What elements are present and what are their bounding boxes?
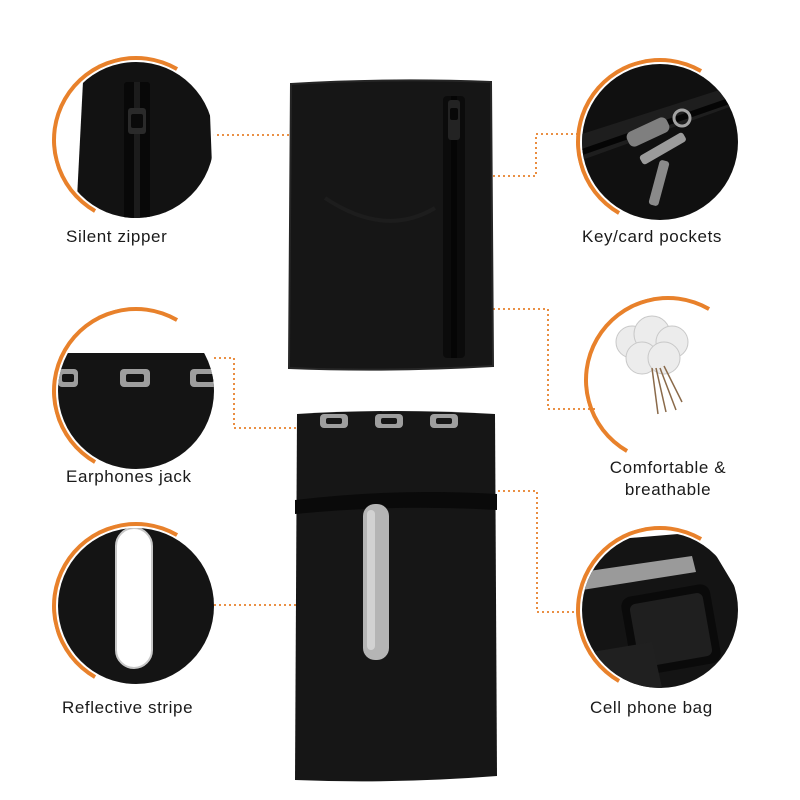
- cell-phone-bag-ring: [557, 507, 763, 713]
- comfortable-label-line2: breathable: [624, 480, 712, 499]
- silent-zipper-label: Silent zipper: [66, 227, 168, 246]
- silent-zipper-ring: [33, 37, 239, 243]
- comfortable-label-line1: Comfortable &: [609, 458, 727, 477]
- silent-zipper-closeup: [58, 62, 214, 218]
- armband-back-image: [295, 411, 497, 782]
- comfortable-breathable-ring: [565, 277, 771, 483]
- key-card-pockets-ring: [557, 39, 763, 245]
- reflective-stripe-closeup: [58, 528, 214, 684]
- comfortable-breathable-closeup: [590, 302, 746, 458]
- reflective-stripe-label: Reflective stripe: [62, 698, 194, 717]
- key-card-pockets-label: Key/card pockets: [582, 227, 722, 246]
- cell-phone-bag-closeup: [582, 532, 738, 688]
- armband-front-image: [287, 79, 495, 371]
- earphones-jack-ring: [33, 288, 239, 494]
- earphones-jack-closeup: [58, 313, 214, 469]
- cell-phone-bag-label: Cell phone bag: [590, 698, 713, 717]
- key-card-pockets-closeup: [582, 64, 738, 220]
- reflective-stripe-ring: [33, 503, 239, 709]
- earphones-jack-label: Earphones jack: [66, 467, 192, 486]
- comfortable-breathable-label: Comfortable & breathable: [588, 457, 748, 501]
